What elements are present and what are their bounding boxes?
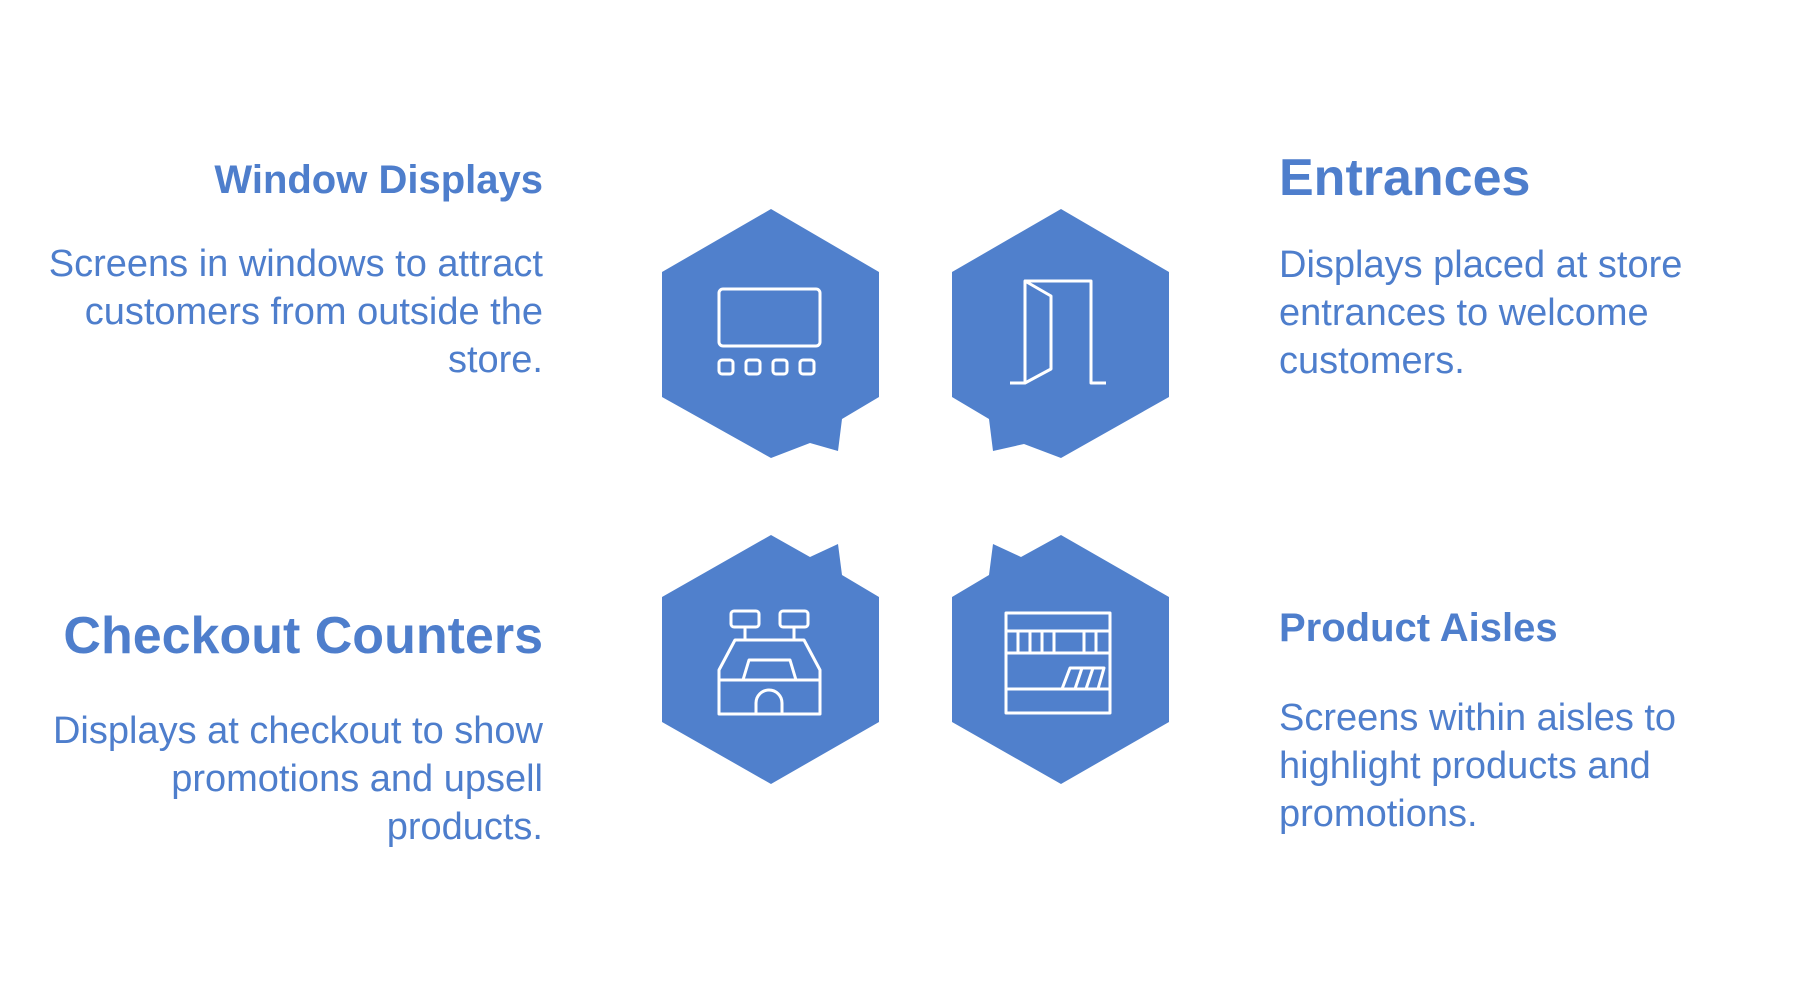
section-description: Displays at checkout to show promotions … (52, 710, 543, 849)
section-title: Entrances (1279, 149, 1531, 207)
hexagon-entrances (952, 209, 1169, 458)
section-description: Screens in windows to attract customers … (48, 243, 543, 381)
section-window-displays: Window Displays Screens in windows to at… (43, 158, 543, 384)
section-checkout-counters: Checkout Counters Displays at checkout t… (43, 607, 543, 851)
section-description: Screens within aisles to highlight produ… (1279, 697, 1677, 835)
section-title: Product Aisles (1279, 606, 1558, 650)
section-entrances: Entrances Displays placed at store entra… (1279, 149, 1779, 385)
hexagon-product-aisles (952, 535, 1169, 784)
display-screen-icon (717, 287, 822, 376)
hexagon-checkout-counters (662, 535, 879, 784)
section-title: Checkout Counters (63, 607, 543, 665)
checkout-counter-icon (717, 609, 822, 716)
section-product-aisles: Product Aisles Screens within aisles to … (1279, 606, 1779, 838)
section-description: Displays placed at store entrances to we… (1279, 244, 1683, 383)
store-shelf-icon (1004, 611, 1112, 715)
section-title: Window Displays (214, 158, 543, 202)
open-door-icon (1010, 279, 1106, 385)
hexagon-window-displays (662, 209, 879, 458)
